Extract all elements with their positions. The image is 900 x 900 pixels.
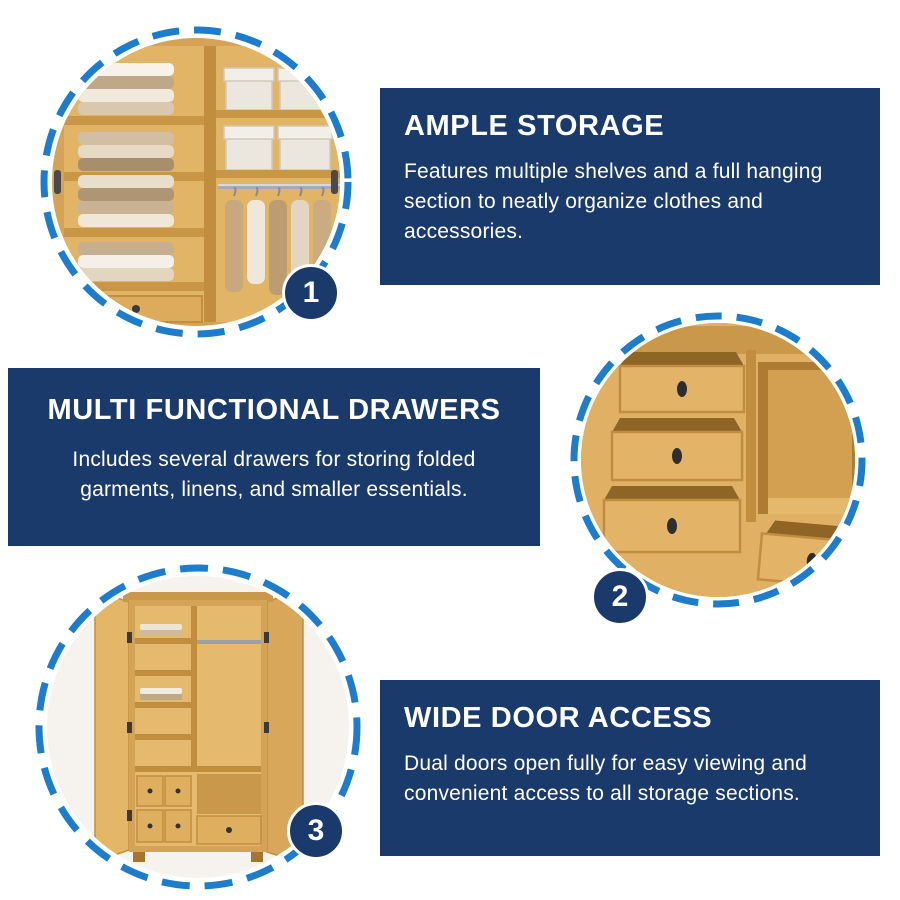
feature-3-image-circle: 3 <box>33 562 363 892</box>
feature-2-badge: 2 <box>591 568 649 626</box>
feature-3-panel: WIDE DOOR ACCESS Dual doors open fully f… <box>380 680 880 856</box>
wardrobe-interior-illustration <box>40 26 352 338</box>
wardrobe-drawers-illustration <box>570 312 866 608</box>
feature-1-panel: AMPLE STORAGE Features multiple shelves … <box>380 88 880 285</box>
feature-3-description: Dual doors open fully for easy viewing a… <box>404 752 807 806</box>
feature-1-description: Features multiple shelves and a full han… <box>404 160 823 243</box>
feature-1-badge: 1 <box>282 264 340 322</box>
feature-1-title: AMPLE STORAGE <box>404 110 665 142</box>
dashed-ring <box>40 26 352 338</box>
dashed-ring <box>570 312 866 608</box>
feature-3-badge: 3 <box>287 802 345 860</box>
feature-1-number: 1 <box>302 276 320 309</box>
feature-1-image-circle: 1 <box>38 24 354 340</box>
feature-2-description: Includes several drawers for storing fol… <box>72 448 476 502</box>
feature-3-title: WIDE DOOR ACCESS <box>404 702 713 734</box>
feature-2-image-circle: 2 <box>568 310 868 626</box>
feature-2-title: MULTI FUNCTIONAL DRAWERS <box>47 394 501 426</box>
wardrobe-open-doors-illustration <box>35 564 361 890</box>
dashed-ring <box>35 564 361 890</box>
feature-3-number: 3 <box>307 814 325 847</box>
feature-2-number: 2 <box>611 580 629 613</box>
feature-2-panel: MULTI FUNCTIONAL DRAWERS Includes severa… <box>8 368 540 546</box>
